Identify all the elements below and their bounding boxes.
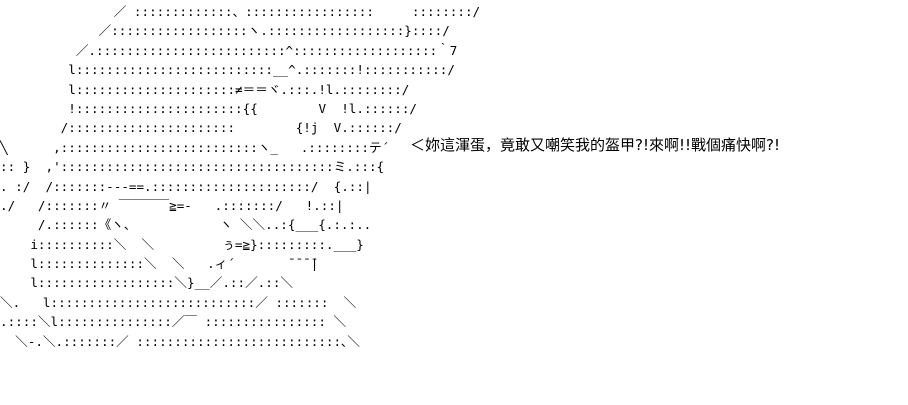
ascii-art-line: ／ :::::::::::::、::::::::::::::::: ::::::… [0,4,481,19]
ascii-art-line: ./ /:::::::〃 ￣￣￣￣≧=- .:::::::/ !.::| [0,197,344,213]
ascii-art-line: :: } ,':::::::::::::::::::::::::::::::::… [0,159,385,175]
ascii-art-figure: ／ :::::::::::::、::::::::::::::::: ::::::… [0,2,480,351]
ascii-art-line: !::::::::::::::::::::::{{ V !l.::::::/ [0,100,418,116]
ascii-art-line: l::::::::::::::::::＼}__／.::／.::＼ [0,275,294,291]
speech-line: ＜妳這渾蛋，竟敢又嘲笑我的盔甲?!來啊!!戰個痛快啊?! [410,136,780,154]
ascii-art-line: ＼. l:::::::::::::::::::::::::::／ :::::::… [0,294,357,310]
ascii-art-line: i::::::::::＼ ＼ ぅ=≧}:::::::::.___} [0,236,364,252]
ascii-art-line: ／.:::::::::::::::::::::::::^::::::::::::… [0,42,458,58]
ascii-art-line: .::::＼l:::::::::::::::／￣ :::::::::::::::… [0,314,347,330]
ascii-art-line: /.::::::《ヽ、 ヽ ＼＼..:{___{.:.:.. [0,217,372,233]
ascii-art-line: ／::::::::::::::::::ヽ.::::::::::::::::::}… [0,23,450,39]
ascii-art-line: l:::::::::::::::::::::≠＝＝ヾ.:::.!l.::::::… [0,81,410,97]
ascii-art-line: . :/ /:::::::---==.:::::::::::::::::::::… [0,178,372,194]
ascii-art-line: l::::::::::::::::::::::::::__^.:::::::!:… [0,62,455,78]
ascii-art-line: ＼-.＼.:::::::／ ::::::::::::::::::::::::::… [0,333,360,349]
ascii-art-line: ╲ ,::::::::::::::::::::::::::ヽ_ .:::::::… [0,139,390,155]
ascii-art-line: l::::::::::::::＼ ＼ .ィ´ ̄ ̄ ̄ ̄| [0,256,319,272]
ascii-art-line: /:::::::::::::::::::::: {!j V.::::::/ [0,120,402,136]
